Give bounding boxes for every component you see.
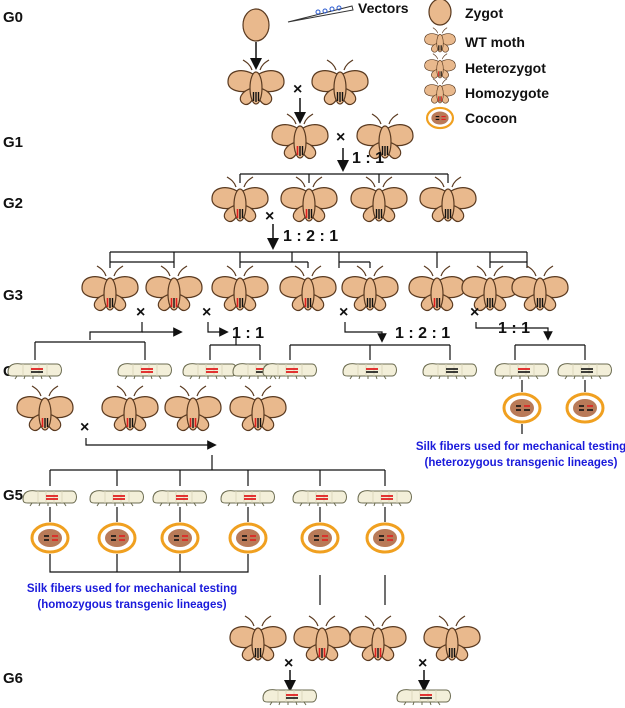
legend-wt-moth-label: WT moth bbox=[465, 34, 525, 50]
legend-homozygote-label: Homozygote bbox=[465, 85, 549, 101]
cocoon-g5-2 bbox=[97, 522, 137, 554]
larva-g6-2 bbox=[397, 690, 451, 705]
legend-wt-moth-icon bbox=[425, 28, 456, 52]
bracket-g1 bbox=[239, 173, 449, 183]
moth-g2-wt-2 bbox=[420, 177, 476, 222]
moth-g3-8 bbox=[512, 266, 568, 311]
moth-g3-6 bbox=[409, 266, 465, 311]
larva-g5-4 bbox=[221, 491, 275, 506]
ratio-g3-c: 1 : 2 : 1 bbox=[395, 325, 450, 342]
moth-g6-wt-2 bbox=[424, 616, 480, 661]
note-homo-line2: (homozygous transgenic lineages) bbox=[37, 599, 226, 611]
cross-symbol-g6-b: × bbox=[418, 655, 427, 672]
legend-zygote-label: Zygot bbox=[465, 5, 503, 21]
note-hetero-line2: (heterozygous transgenic lineages) bbox=[425, 457, 618, 469]
moth-g4-2 bbox=[102, 386, 158, 431]
cocoon-g5-1 bbox=[30, 522, 70, 554]
moth-g3-3 bbox=[212, 266, 268, 311]
moth-g4-1 bbox=[17, 386, 73, 431]
moth-g0-founder bbox=[228, 60, 284, 105]
legend-heterozygot-icon bbox=[425, 54, 456, 78]
larva-g4-6 bbox=[343, 364, 397, 379]
moth-g6-wt-1 bbox=[230, 616, 286, 661]
moth-g3-5 bbox=[342, 266, 398, 311]
larva-g5-6 bbox=[358, 491, 412, 506]
generation-label-g0: G0 bbox=[3, 9, 23, 26]
larva-g4-1 bbox=[8, 364, 62, 379]
cocoon-g5-3 bbox=[160, 522, 200, 554]
larva-g5-2 bbox=[90, 491, 144, 506]
moth-g6-hom-2 bbox=[350, 616, 406, 661]
moth-g3-1 bbox=[82, 266, 138, 311]
moth-g2-het-1 bbox=[212, 177, 268, 222]
larva-g5-3 bbox=[153, 491, 207, 506]
note-homo-line1: Silk fibers used for mechanical testing bbox=[27, 583, 237, 595]
moth-g2-wt-1 bbox=[351, 177, 407, 222]
moth-g6-hom-1 bbox=[294, 616, 350, 661]
larva-g4-8 bbox=[495, 364, 549, 379]
legend-heterozygot-label: Heterozygot bbox=[465, 60, 546, 76]
cross-symbol-g6-a: × bbox=[284, 655, 293, 672]
legend-homozygote-icon bbox=[425, 79, 456, 103]
ratio-g3-d: 1 : 1 bbox=[498, 320, 530, 337]
cross-symbol-g0: × bbox=[293, 81, 302, 98]
cocoon-g5-6 bbox=[365, 522, 405, 554]
legend-cocoon-icon bbox=[425, 106, 455, 130]
legend-cocoon-label: Cocoon bbox=[465, 110, 517, 126]
zygote-icon bbox=[242, 8, 270, 42]
cocoon-g5-4 bbox=[228, 522, 268, 554]
larva-g4-7 bbox=[423, 364, 477, 379]
moth-g3-4 bbox=[280, 266, 336, 311]
larva-g5-1 bbox=[23, 491, 77, 506]
cocoon-g4-het-2 bbox=[565, 392, 605, 424]
larva-g4-5 bbox=[263, 364, 317, 379]
larva-g5-5 bbox=[293, 491, 347, 506]
cross-symbol-g1: × bbox=[336, 129, 345, 146]
cross-symbol-g4: × bbox=[80, 419, 89, 436]
cross-symbol-g2: × bbox=[265, 208, 274, 225]
generation-label-g5: G5 bbox=[3, 487, 23, 504]
moth-g3-2 bbox=[146, 266, 202, 311]
ratio-g1: 1 : 1 bbox=[352, 150, 384, 167]
cross-symbol-g3-b: × bbox=[202, 304, 211, 321]
generation-label-g6: G6 bbox=[3, 670, 23, 687]
moth-g0-wt bbox=[312, 60, 368, 105]
cross-symbol-g3-a: × bbox=[136, 304, 145, 321]
larva-g6-1 bbox=[263, 690, 317, 705]
generation-label-g2: G2 bbox=[3, 195, 23, 212]
generation-label-g3: G3 bbox=[3, 287, 23, 304]
cross-symbol-g3-c: × bbox=[339, 304, 348, 321]
cocoon-g4-het-1 bbox=[502, 392, 542, 424]
moth-g1-het bbox=[272, 114, 328, 159]
cross-symbol-g3-d: × bbox=[470, 304, 479, 321]
moth-g4-3 bbox=[165, 386, 221, 431]
vectors-label: Vectors bbox=[358, 0, 409, 16]
note-hetero-line1: Silk fibers used for mechanical testing bbox=[416, 441, 625, 453]
larva-g4-3 bbox=[183, 364, 237, 379]
vector-needle-icon bbox=[287, 5, 354, 23]
moth-g4-4 bbox=[230, 386, 286, 431]
larva-g4-9 bbox=[558, 364, 612, 379]
moth-g2-het-2 bbox=[281, 177, 337, 222]
ratio-g2: 1 : 2 : 1 bbox=[283, 228, 338, 245]
cocoon-g5-5 bbox=[300, 522, 340, 554]
generation-label-g1: G1 bbox=[3, 134, 23, 151]
ratio-g3-b: 1 : 1 bbox=[232, 325, 264, 342]
legend-zygote-icon bbox=[428, 0, 452, 26]
larva-g4-2 bbox=[118, 364, 172, 379]
